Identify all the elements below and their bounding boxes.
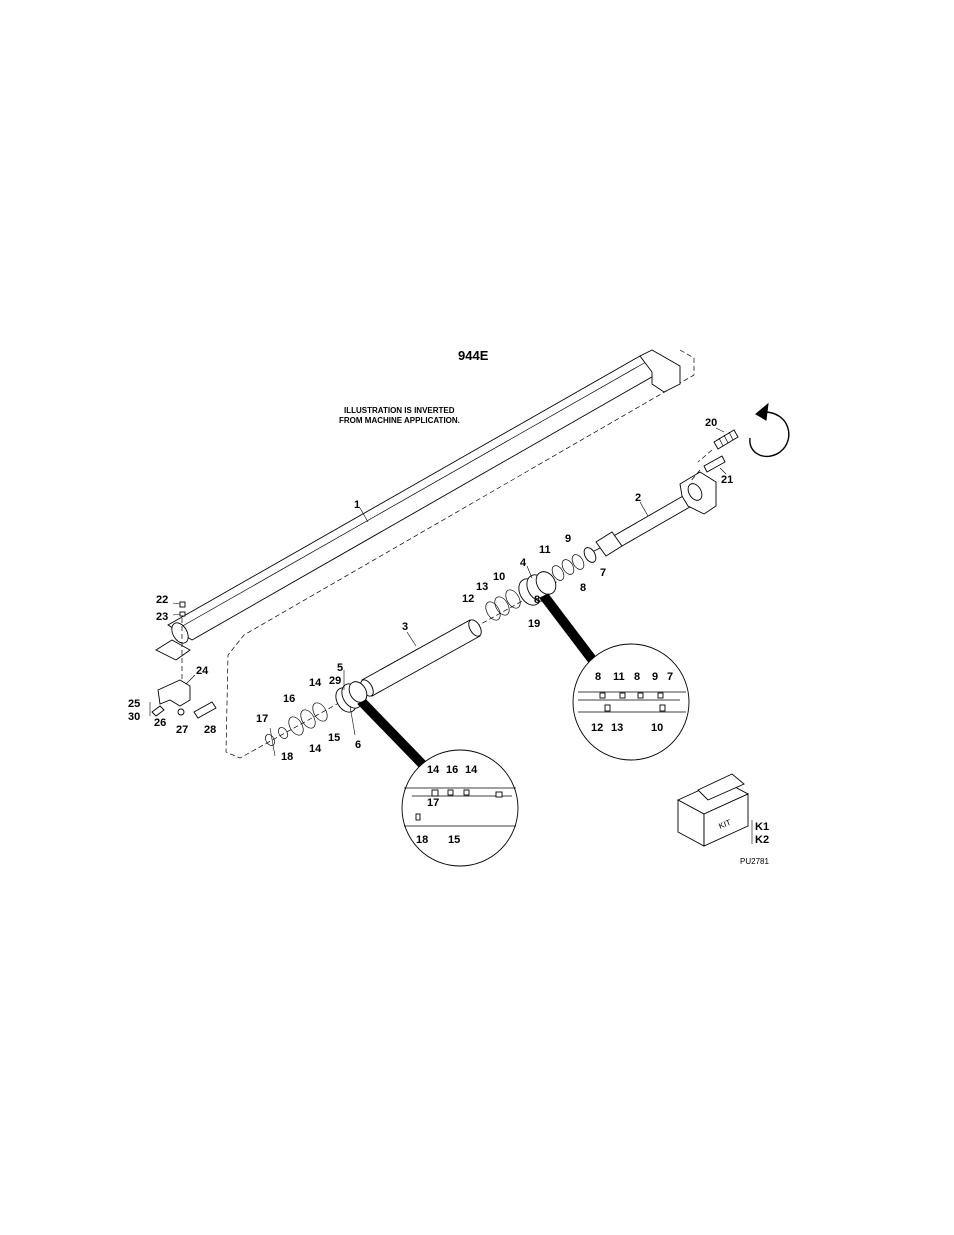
detail-right-label-11: 11 <box>613 671 625 683</box>
label-28: 28 <box>204 724 216 736</box>
detail-right-label-10: 10 <box>651 722 663 734</box>
label-26: 26 <box>154 717 166 729</box>
label-20: 20 <box>705 417 717 429</box>
label-5: 5 <box>337 662 343 674</box>
label-10: 10 <box>493 571 505 583</box>
detail-wedge-right <box>540 594 598 664</box>
inversion-note-line2: FROM MACHINE APPLICATION. <box>339 416 460 425</box>
label-2: 2 <box>635 492 641 504</box>
detail-left-label-17: 17 <box>427 797 439 809</box>
label-3: 3 <box>402 621 408 633</box>
label-7: 7 <box>600 567 606 579</box>
detail-left-label-14a: 14 <box>427 764 440 776</box>
label-1: 1 <box>354 499 360 511</box>
label-16: 16 <box>283 693 295 705</box>
detail-right-label-12: 12 <box>591 722 603 734</box>
label-29: 29 <box>329 675 341 687</box>
rings-left <box>264 700 331 747</box>
label-8b: 8 <box>534 594 540 606</box>
label-9: 9 <box>565 533 571 545</box>
detail-left-label-15: 15 <box>448 834 460 846</box>
stop-tube <box>358 618 484 699</box>
label-8a: 8 <box>580 582 586 594</box>
label-14a: 14 <box>309 677 322 689</box>
label-k1: K1 <box>755 821 769 833</box>
label-k2: K2 <box>755 834 769 846</box>
label-6: 6 <box>355 739 361 751</box>
label-30: 30 <box>128 711 140 723</box>
detail-left-label-14b: 14 <box>465 764 478 776</box>
label-23: 23 <box>156 611 168 623</box>
label-15: 15 <box>328 732 340 744</box>
label-12: 12 <box>462 593 474 605</box>
label-4: 4 <box>520 557 527 569</box>
rod <box>592 472 716 556</box>
detail-view-piston: 8 11 8 9 7 12 13 10 <box>573 644 689 760</box>
label-24: 24 <box>196 665 209 677</box>
detail-wedge-left <box>358 700 430 770</box>
detail-right-label-8b: 8 <box>634 671 640 683</box>
diagram-title: 944E <box>458 348 489 363</box>
label-27: 27 <box>176 724 188 736</box>
detail-view-head: 14 16 14 17 18 15 <box>402 750 518 866</box>
detail-right-label-13: 13 <box>611 722 623 734</box>
label-17: 17 <box>256 713 268 725</box>
inversion-note-line1: ILLUSTRATION IS INVERTED <box>344 406 455 415</box>
label-14b: 14 <box>309 743 322 755</box>
detail-left-label-18: 18 <box>416 834 428 846</box>
detail-right-label-8a: 8 <box>595 671 601 683</box>
barrel-tube <box>156 350 680 660</box>
figure-code: PU2781 <box>740 857 769 866</box>
label-21: 21 <box>721 474 733 486</box>
rotation-arrow-icon <box>750 404 789 456</box>
label-13: 13 <box>476 581 488 593</box>
detail-right-label-9: 9 <box>652 671 658 683</box>
label-25: 25 <box>128 698 140 710</box>
label-18: 18 <box>281 751 293 763</box>
label-11: 11 <box>539 544 551 556</box>
kit-box: KIT <box>678 774 752 846</box>
label-22: 22 <box>156 594 168 606</box>
label-19: 19 <box>528 618 540 630</box>
detail-left-label-16: 16 <box>446 764 458 776</box>
detail-right-label-7: 7 <box>667 671 673 683</box>
